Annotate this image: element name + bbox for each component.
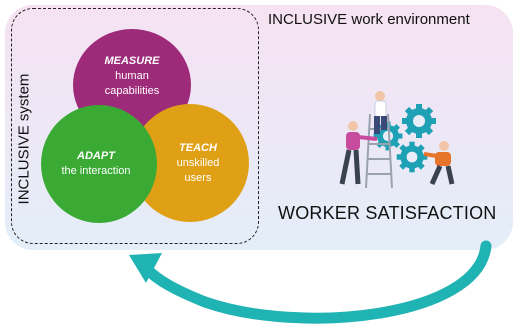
inclusive-system-box [11,8,259,244]
worker-satisfaction-label: WORKER SATISFACTION [278,203,497,223]
adapt-line1: the interaction [61,165,131,177]
workers-with-gears-icon [339,91,455,189]
teach-line2: users [184,171,212,184]
environment-title: INCLUSIVE work environment [268,11,470,28]
adapt-circle: ADAPT the interaction [41,105,157,223]
teach-line1: unskilled [176,156,220,169]
teach-heading: TEACH [179,141,217,154]
adapt-heading: ADAPT [77,150,115,162]
measure-line2: capabilities [104,84,160,97]
measure-line1: human [115,69,149,82]
system-label: INCLUSIVE system [15,73,33,205]
measure-heading: MEASURE [104,54,160,67]
